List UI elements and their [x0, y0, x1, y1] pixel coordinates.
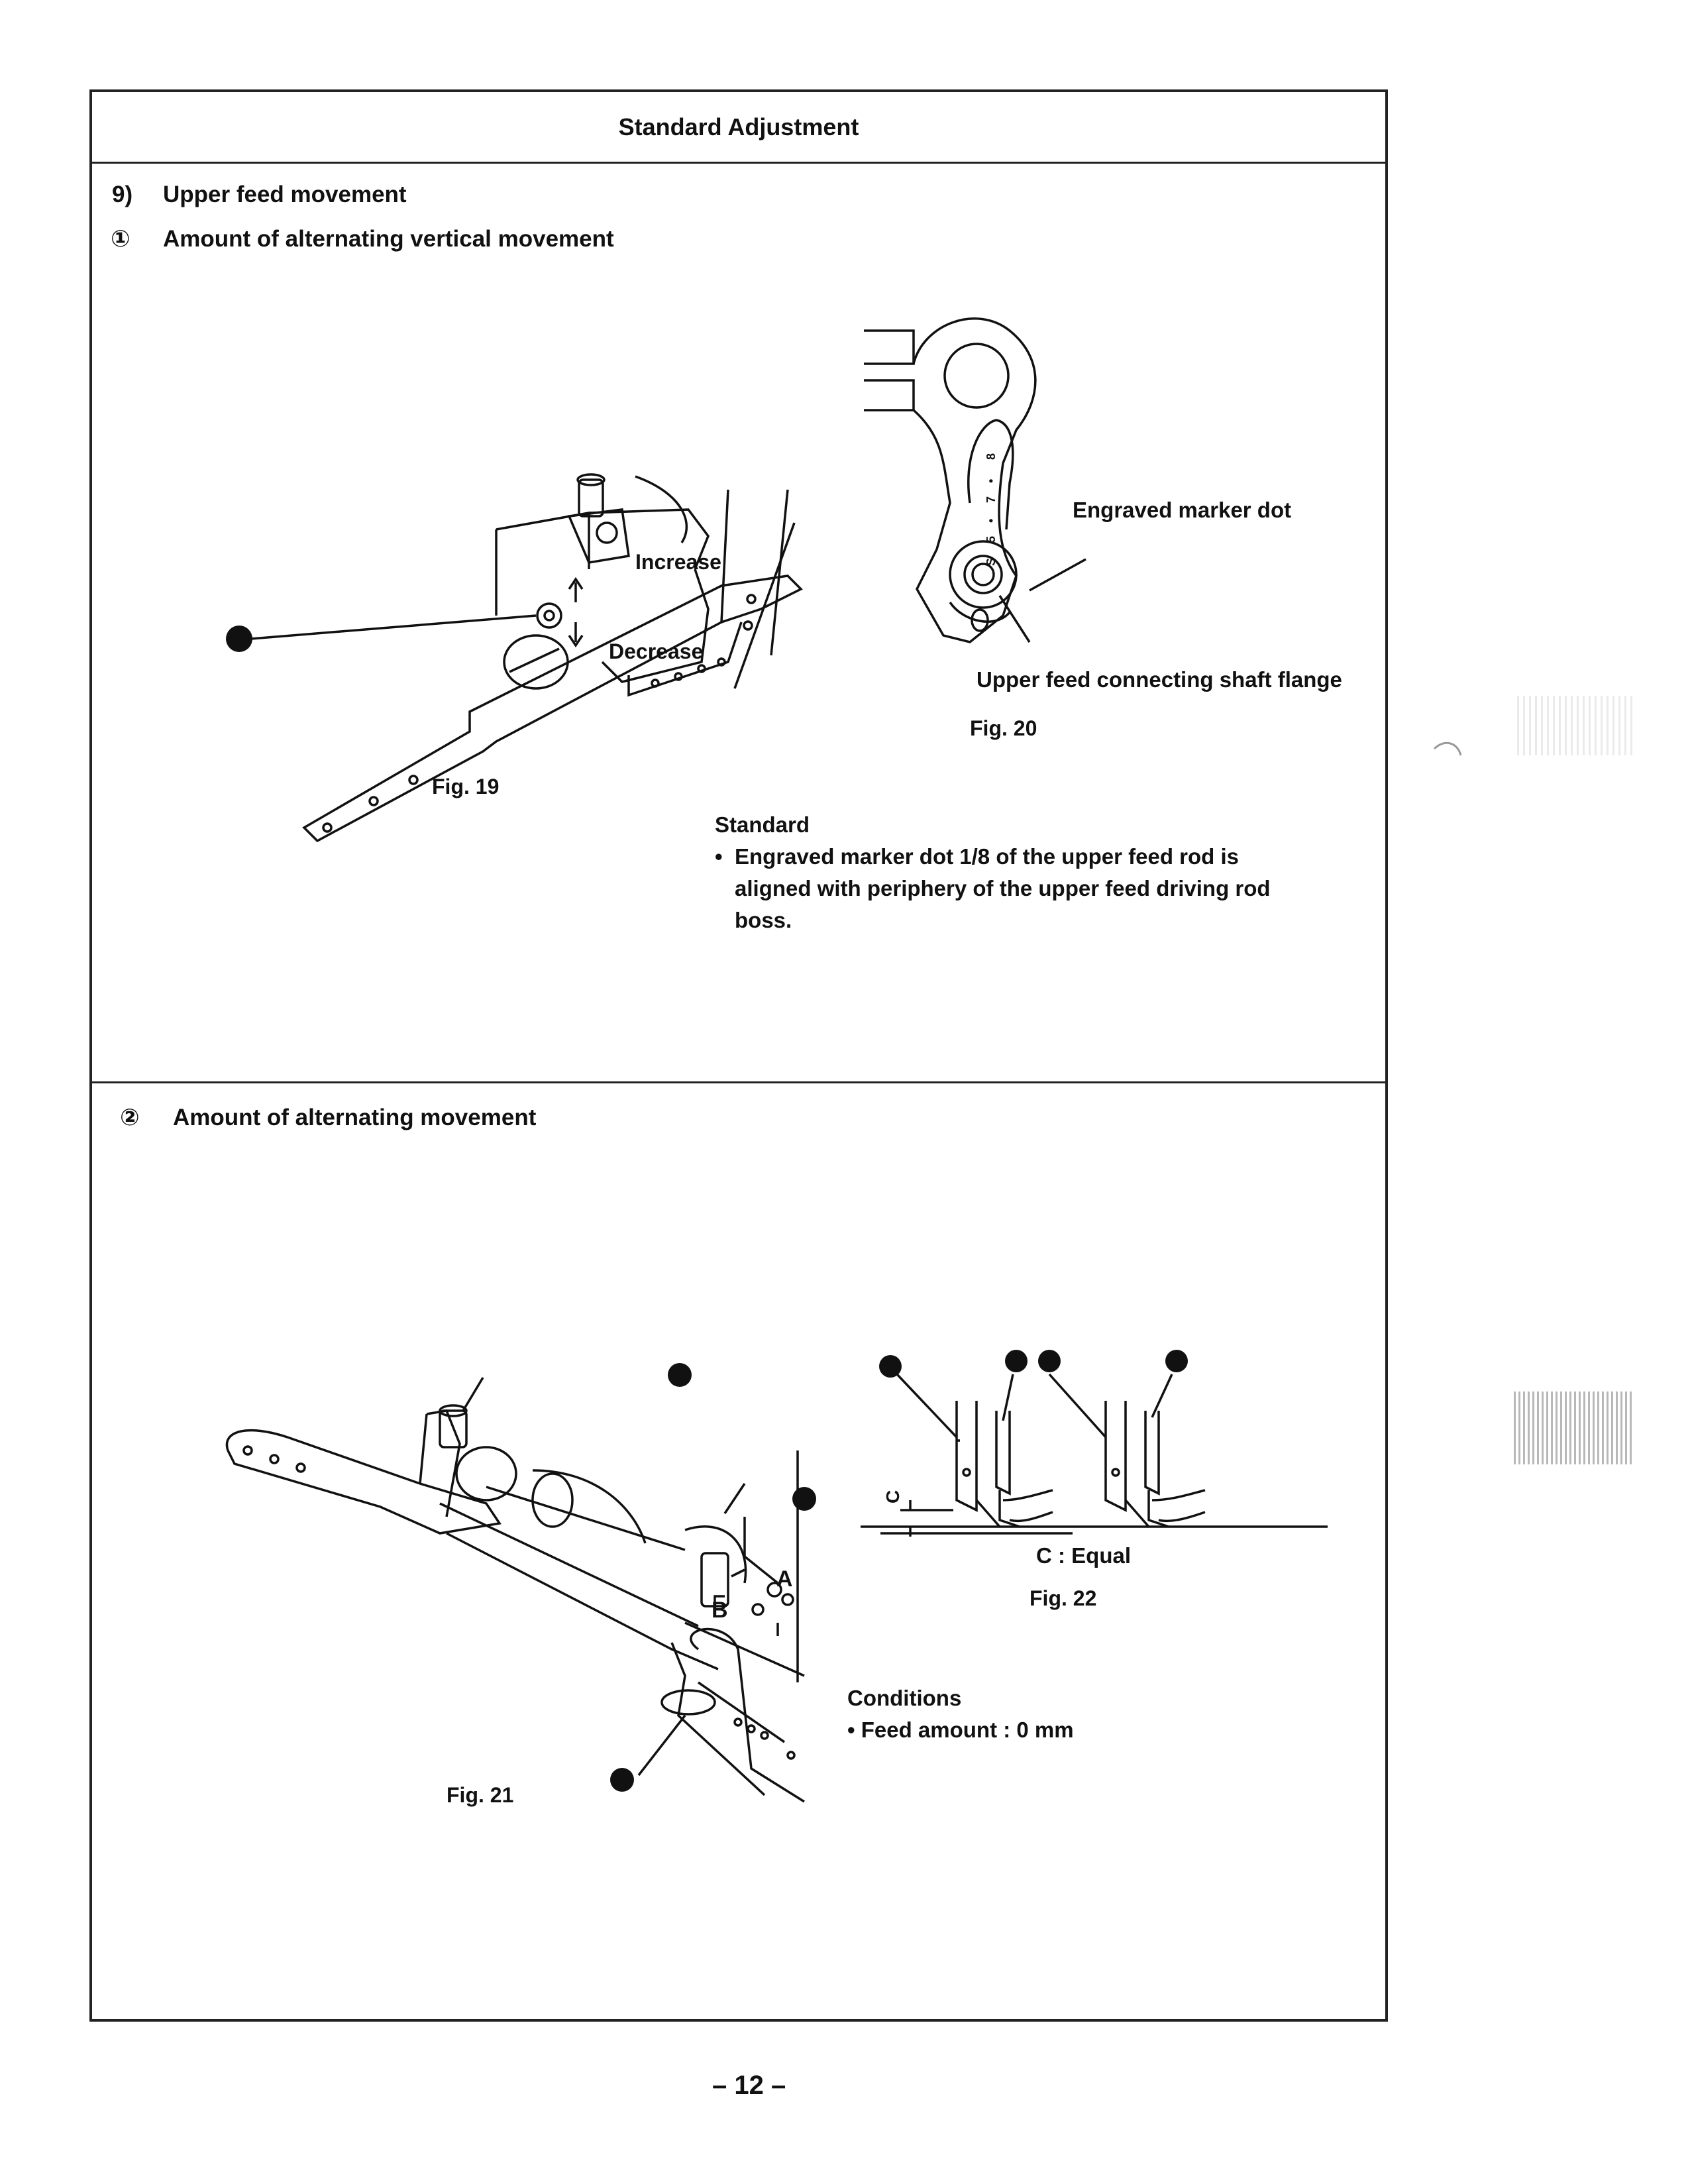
c-equal-label: C : Equal — [1036, 1543, 1132, 1568]
standard-line-3: boss. — [715, 904, 1271, 936]
fig21-illustration: A B — [225, 1363, 816, 1803]
fig19-illustration: Increase Decrease — [226, 473, 803, 843]
standard-block: Standard • Engraved marker dot 1/8 of th… — [715, 809, 1271, 936]
subsection-title-1: Amount of alternating vertical movement — [163, 226, 614, 252]
standard-text-2: aligned with periphery of the upper feed… — [735, 876, 1271, 901]
page-title: Standard Adjustment — [618, 113, 859, 140]
decrease-label: Decrease — [609, 639, 703, 663]
standard-text-3: boss. — [735, 908, 792, 932]
svg-text:5: 5 — [984, 536, 998, 543]
fig20-illustration: 8 • 7 • 5 S — [864, 317, 1086, 643]
scan-artifact-3 — [1514, 1392, 1633, 1464]
page-frame: Standard Adjustment 9) Upper feed moveme… — [89, 89, 1388, 2022]
fig21-label-b: B — [712, 1598, 728, 1623]
svg-text:•: • — [984, 519, 998, 523]
standard-heading: Standard — [715, 812, 810, 837]
fig19-caption: Fig. 19 — [432, 775, 500, 798]
svg-text:7: 7 — [984, 496, 998, 503]
standard-line-2: aligned with periphery of the upper feed… — [715, 873, 1271, 904]
header-row: Standard Adjustment — [92, 92, 1385, 164]
page-number: – 12 – — [712, 2071, 786, 2100]
standard-line-1: • Engraved marker dot 1/8 of the upper f… — [715, 841, 1271, 873]
section-divider — [92, 1081, 1385, 1083]
fig22-caption: Fig. 22 — [1030, 1586, 1097, 1610]
engraved-marker-dot-label: Engraved marker dot — [1073, 498, 1292, 522]
standard-bullet: • — [715, 844, 723, 869]
section-title: Upper feed movement — [163, 182, 407, 207]
scan-artifact-2 — [1517, 696, 1636, 755]
increase-label: Increase — [635, 550, 721, 574]
sub-marker-2: ② — [120, 1105, 140, 1130]
section-number: 9) — [112, 182, 133, 207]
svg-text:8: 8 — [984, 453, 998, 460]
fig21-label-a: A — [776, 1566, 793, 1592]
standard-text-1: Engraved marker dot 1/8 of the upper fee… — [735, 844, 1240, 869]
sub-marker-1: ① — [111, 226, 131, 252]
conditions-line: • Feed amount : 0 mm — [847, 1718, 1074, 1742]
subsection-title-2: Amount of alternating movement — [173, 1105, 537, 1130]
conditions-block: Conditions • Feed amount : 0 mm — [847, 1682, 1074, 1746]
conditions-heading: Conditions — [847, 1686, 962, 1710]
fig22-illustration: C — [861, 1350, 1328, 1537]
svg-text:•: • — [984, 479, 998, 483]
flange-label: Upper feed connecting shaft flange — [977, 667, 1342, 692]
scan-artifact-1 — [1433, 741, 1462, 756]
svg-text:S: S — [984, 558, 998, 566]
fig20-caption: Fig. 20 — [970, 716, 1037, 740]
fig22-c-label: C — [882, 1490, 903, 1503]
fig21-caption: Fig. 21 — [447, 1783, 514, 1807]
